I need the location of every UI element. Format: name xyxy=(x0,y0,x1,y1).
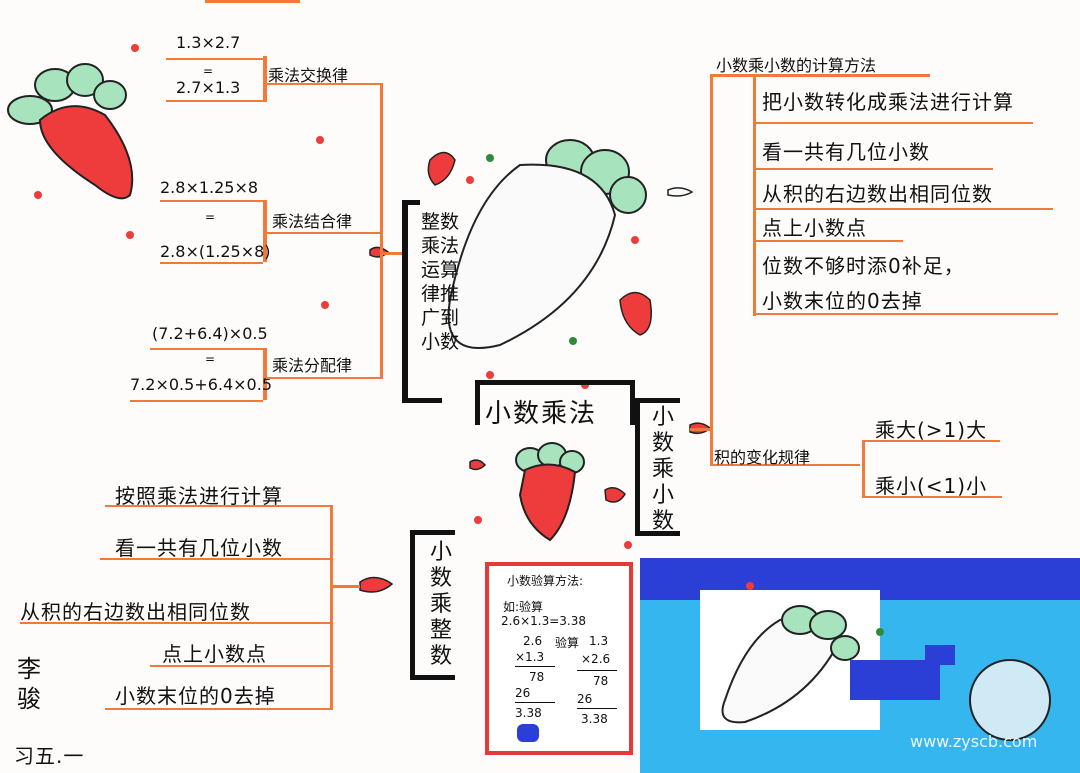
law-expression: 7.2×0.5+6.4×0.5 xyxy=(130,375,272,394)
title-frame xyxy=(410,530,455,680)
method-step: 看一共有几位小数 xyxy=(762,140,930,164)
pot-icon xyxy=(517,724,539,742)
branch-title: 整数乘法运算律推广到小数 xyxy=(420,211,459,353)
law-name: 乘法交换律 xyxy=(268,66,349,85)
center-title: 小数乘法 xyxy=(485,399,598,429)
carrot-icon xyxy=(515,442,585,542)
branch-spine xyxy=(710,74,713,464)
branch-title: 小数乘整数 xyxy=(429,540,452,669)
carrot-icon xyxy=(7,63,134,200)
law-expression: 2.8×1.25×8 xyxy=(160,178,259,197)
law-expression: 1.3×2.7 xyxy=(176,33,241,52)
law-expression: 2.8×(1.25×8) xyxy=(160,242,271,261)
card-title: 小数验算方法: xyxy=(507,574,584,588)
law-expression: 2.7×1.3 xyxy=(176,78,241,97)
card-equation: 2.6×1.3=3.38 xyxy=(501,614,586,628)
author-name: 李骏 xyxy=(17,655,41,713)
method-step: 把小数转化成乘法进行计算 xyxy=(762,90,1014,114)
method-step: 小数末位的0去掉 xyxy=(762,289,923,313)
change-rule: 乘大(>1)大 xyxy=(875,418,988,442)
method-step: 位数不够时添0补足， xyxy=(762,254,965,278)
author-class: 习五.一 xyxy=(14,744,85,768)
step: 按照乘法进行计算 xyxy=(115,484,283,508)
change-title: 积的变化规律 xyxy=(714,448,811,467)
method-step: 点上小数点 xyxy=(762,216,867,240)
step: 看一共有几位小数 xyxy=(115,536,283,560)
step: 点上小数点 xyxy=(162,642,267,666)
bracket-line xyxy=(263,56,267,102)
law-name: 乘法分配律 xyxy=(272,356,353,375)
step: 从积的右边数出相同位数 xyxy=(20,600,251,624)
space-illustration xyxy=(640,558,1080,773)
branch-spine xyxy=(330,505,333,710)
law-name: 乘法结合律 xyxy=(272,212,353,231)
method-title: 小数乘小数的计算方法 xyxy=(716,56,877,75)
branch-title: 小数乘小数 xyxy=(651,405,674,534)
title-frame xyxy=(635,398,680,536)
carrot-icon xyxy=(447,139,647,349)
law-expression: (7.2+6.4)×0.5 xyxy=(152,324,268,343)
method-step: 从积的右边数出相同位数 xyxy=(762,182,993,206)
change-rule: 乘小(<1)小 xyxy=(875,474,988,498)
watermark: www.zyscb.com xyxy=(910,732,1038,751)
branch-spine xyxy=(380,83,383,379)
step: 小数末位的0去掉 xyxy=(115,684,276,708)
title-frame xyxy=(402,200,408,400)
center-frame xyxy=(475,380,635,425)
check-card: 小数验算方法: 如:验算 2.6×1.3=3.38 2.6 ×1.3 78 26… xyxy=(485,562,633,755)
top-border-line xyxy=(205,0,300,3)
